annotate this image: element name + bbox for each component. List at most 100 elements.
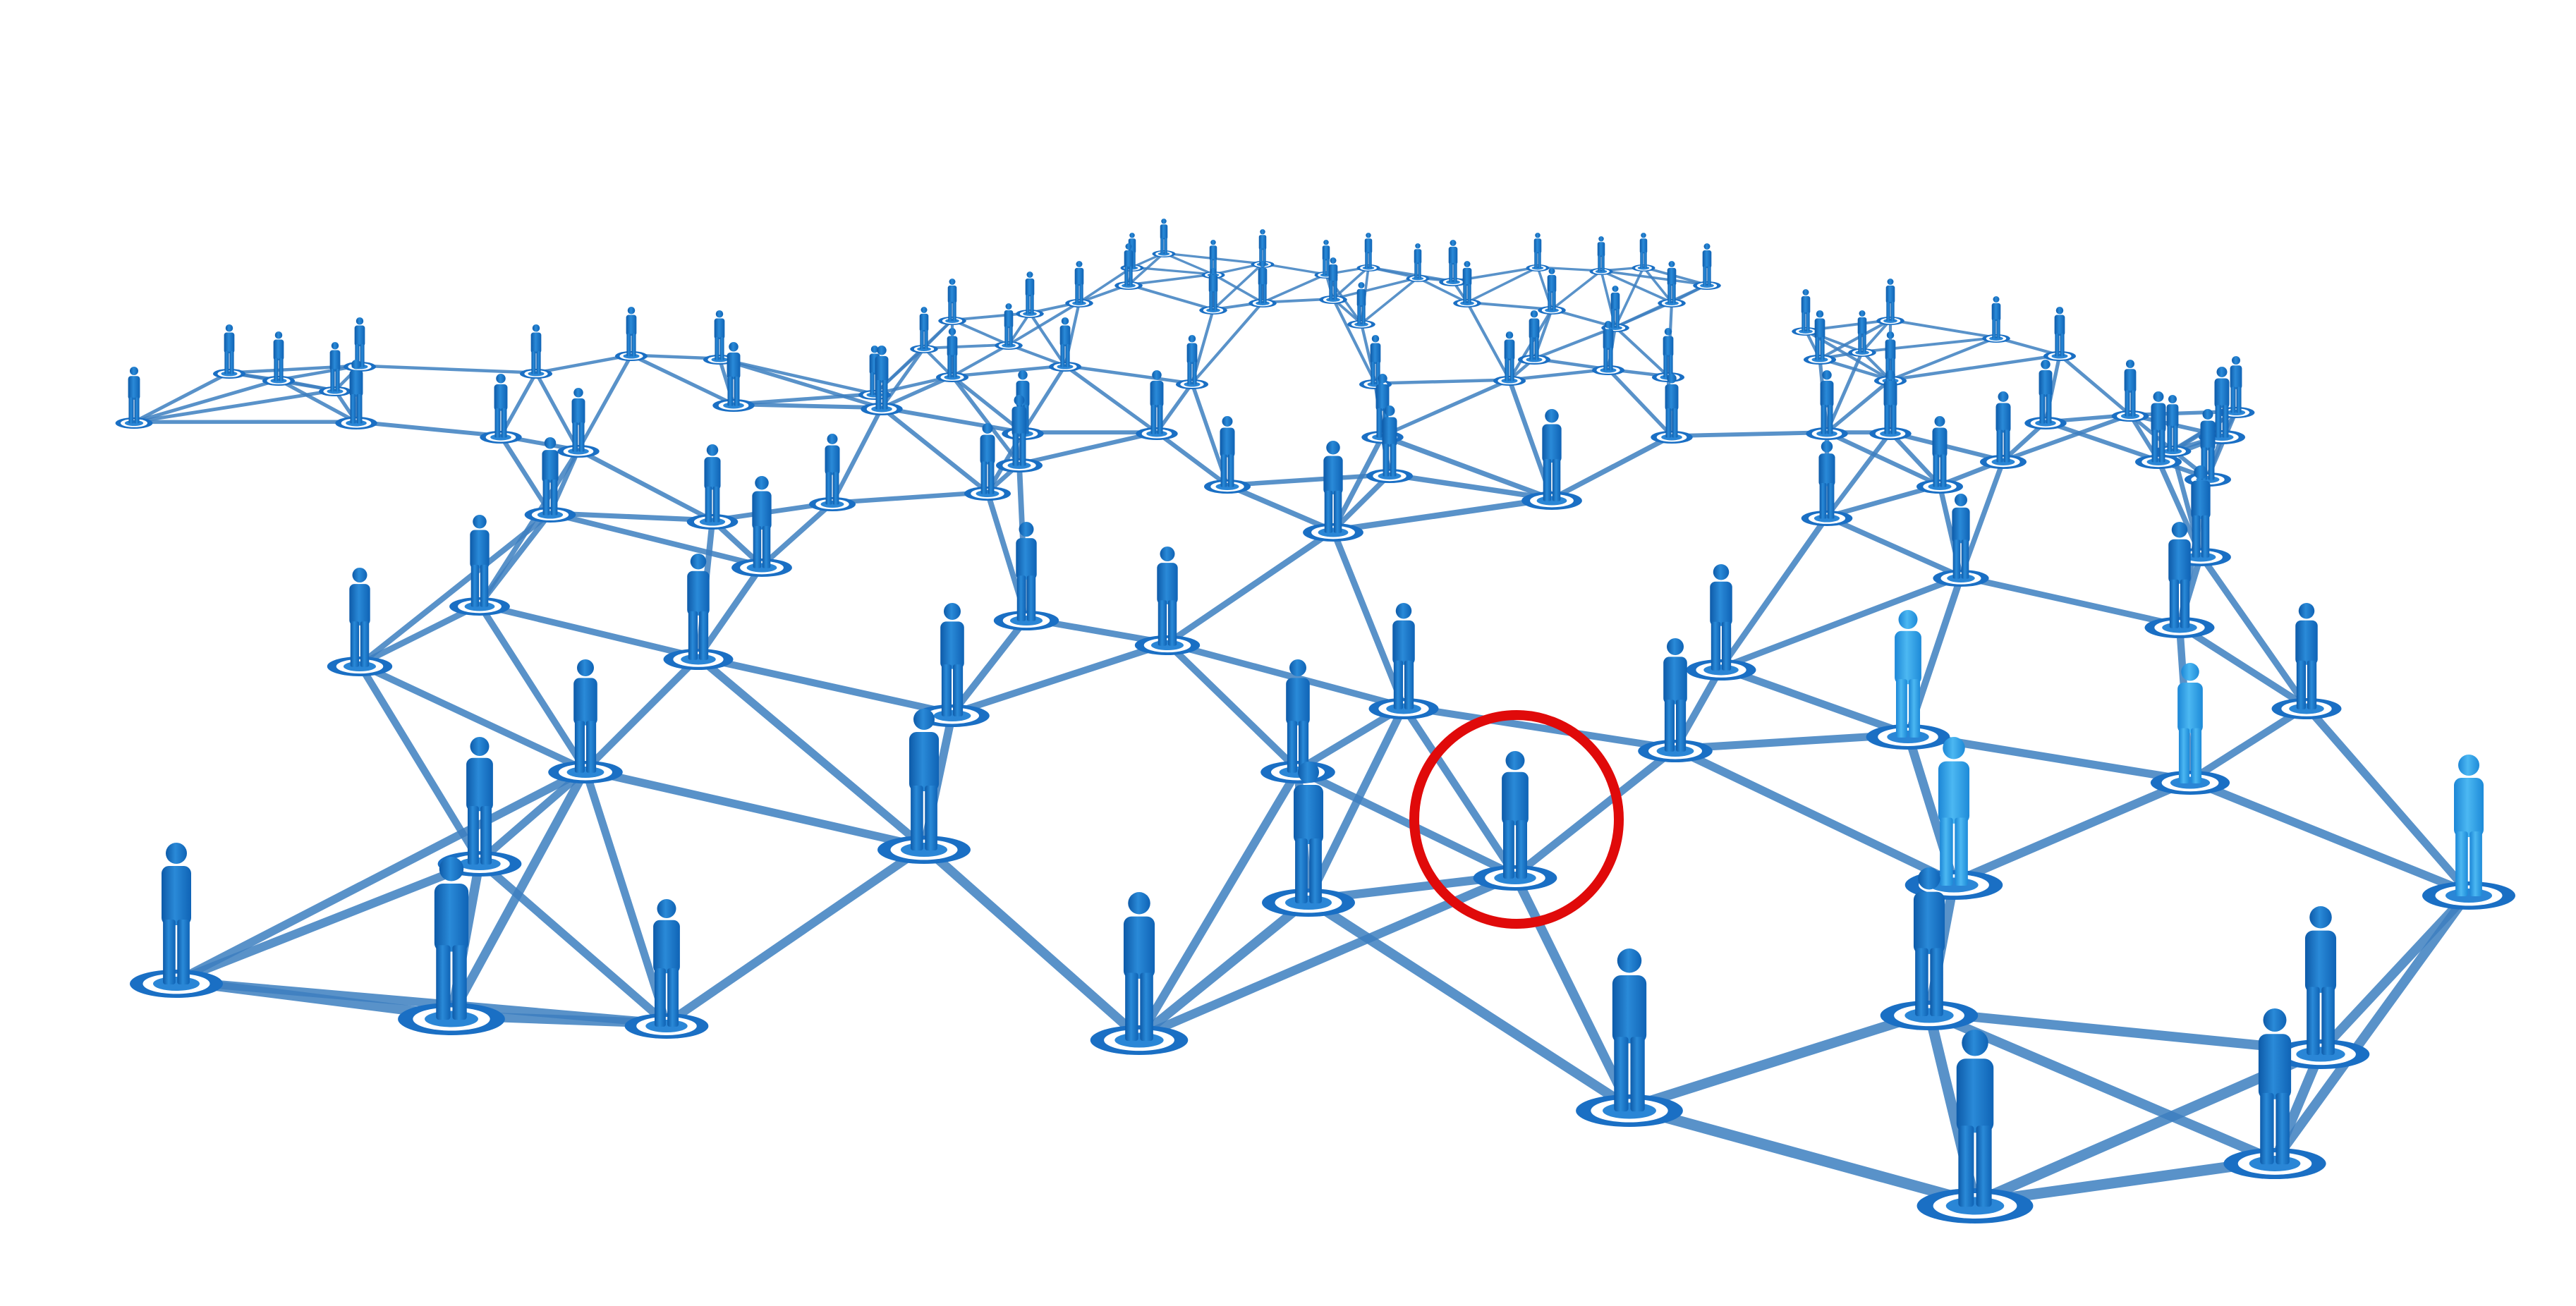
network-connection-line [581,766,671,1027]
person-icon [1323,441,1343,533]
person-icon [1392,603,1415,709]
network-connection-line [949,615,1030,717]
person-node [262,331,296,386]
person-node [115,367,153,429]
person-icon [573,659,597,773]
network-connection-line [2186,776,2473,897]
network-connection-line [1861,336,1998,353]
network-connection-line [475,766,590,865]
network-connection-line [476,601,589,774]
network-connection-line [277,377,358,424]
person-node [1262,762,1355,917]
network-connection-line [1532,325,1617,360]
ring-base-icon [2223,1148,2326,1179]
person-node [1801,441,1853,526]
person-node [1453,261,1481,307]
person-icon [434,857,469,1020]
ring-base-icon [1693,281,1721,290]
person-icon [1124,243,1134,286]
ring-base-icon [2150,771,2230,795]
person-icon [1814,310,1825,360]
network-connection-line [1416,276,1469,304]
ring-base-icon [557,445,600,458]
person-icon [329,342,341,392]
person-node [327,568,393,676]
network-connection-line [477,447,581,608]
person-icon [1448,240,1458,283]
ring-base-icon [1199,306,1227,315]
person-node [318,342,352,396]
person-icon [1258,229,1267,265]
network-connection-line [1294,766,1519,879]
person-node [335,360,377,429]
ring-base-icon [1576,1094,1683,1127]
ring-base-icon [2111,410,2149,422]
ring-base-icon [2271,698,2342,719]
ring-base-icon [1347,320,1375,329]
ring-base-icon [480,431,522,444]
person-node [712,342,755,412]
person-icon [1220,416,1235,487]
person-icon [2304,906,2337,1056]
person-icon [704,444,721,523]
person-node [861,346,903,415]
person-node [1439,240,1467,286]
network-connection-line [830,489,990,506]
network-connection-line [1549,433,1675,502]
person-node [2043,307,2077,361]
ring-base-icon [1248,299,1277,307]
person-icon [470,515,490,607]
person-node [938,279,966,325]
ring-base-icon [1090,1025,1189,1055]
person-node [1651,328,1685,382]
person-icon [542,437,559,515]
person-node [1175,335,1209,389]
network-connection-line [880,346,926,410]
network-connection-line [2043,420,2161,463]
network-connection-line [1889,318,1998,339]
person-icon [2168,522,2191,628]
ring-base-icon [1136,427,1178,440]
ring-base-icon [130,970,223,998]
person-icon [2039,360,2053,424]
person-icon [1610,286,1620,329]
person-node [1632,233,1655,271]
network-connection-line [759,500,835,569]
person-node [995,303,1023,350]
person-icon [909,709,939,850]
person-icon [1059,317,1071,367]
network-connection-line [1164,527,1337,647]
person-icon [1529,310,1540,360]
person-icon [980,423,995,494]
ring-base-icon [2043,351,2077,361]
network-connection-line [1131,266,1215,276]
person-icon [1895,610,1921,738]
ring-base-icon [524,507,576,523]
person-icon [1883,370,1897,434]
network-connection-line [694,653,956,717]
ring-base-icon [1982,334,2010,343]
person-node [1880,867,1979,1030]
ring-base-icon [398,1003,505,1035]
person-icon [2054,307,2065,357]
network-connection-line [1016,430,1160,467]
person-icon [530,324,542,374]
network-connection-line [1888,336,1998,382]
person-icon [1322,240,1330,276]
network-connection-line [1670,430,1829,439]
ring-base-icon [1933,570,1989,587]
ring-base-icon [663,649,734,670]
ring-base-icon [318,386,352,396]
person-icon [1462,261,1472,304]
person-icon [1820,370,1834,434]
network-connection-line [923,343,1010,350]
network-connection-line [1399,702,1519,879]
network-connection-line [1465,300,1512,382]
person-node [1876,279,1904,325]
ring-base-icon [548,761,623,783]
person-node [1806,370,1848,440]
person-icon [687,554,710,660]
network-connection-line [1624,1101,1981,1208]
ring-base-icon [1319,295,1347,304]
network-connection-line [1380,433,1555,502]
